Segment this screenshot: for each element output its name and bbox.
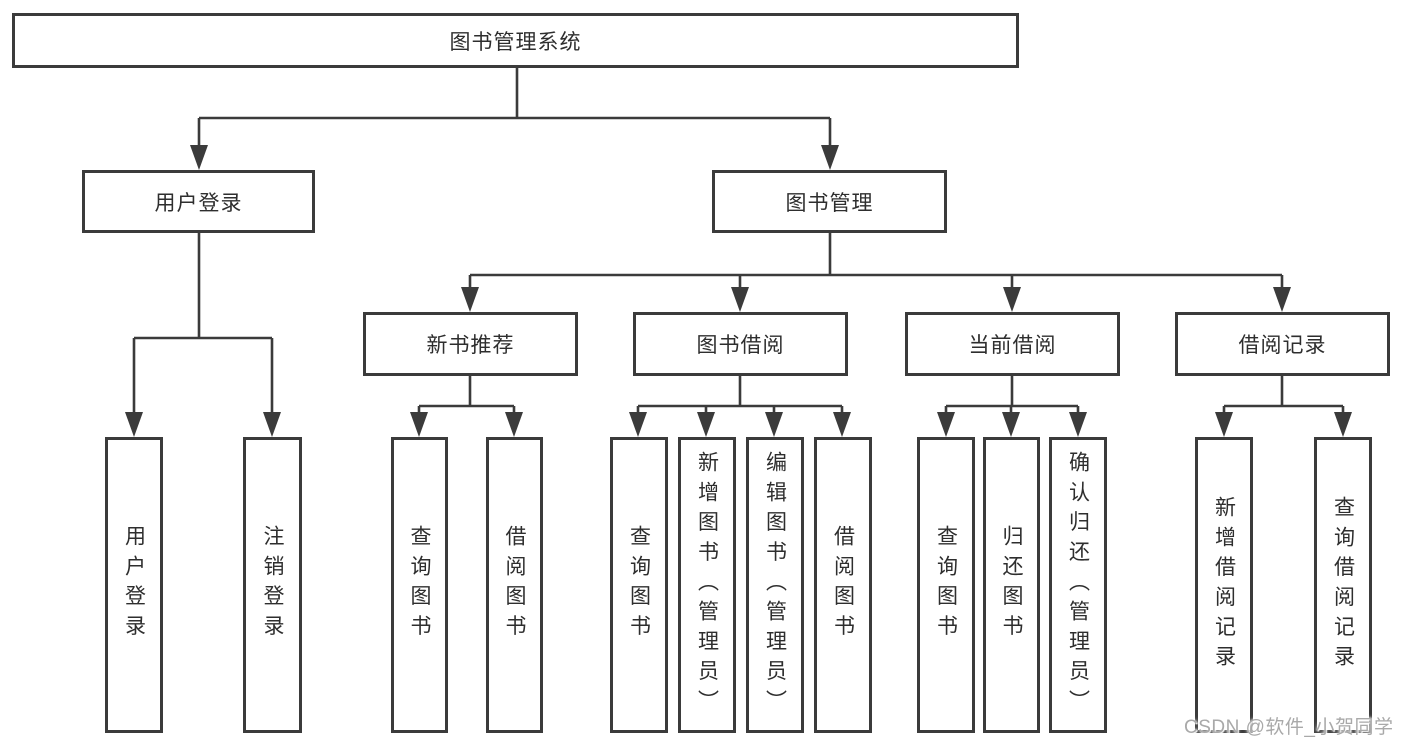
node-confirm-return-admin: 确认归还（管理员） [1049,437,1107,733]
node-new-book-recommend: 新书推荐 [363,312,578,376]
node-label: 借阅图书 [831,525,855,645]
arrowhead [1273,287,1291,312]
node-label: 新增图书（管理员） [695,450,719,720]
node-query-books-3: 查询图书 [917,437,975,733]
arrowhead [1002,412,1020,437]
node-root-library-system: 图书管理系统 [12,13,1019,68]
node-query-books-2: 查询图书 [610,437,668,733]
arrowhead [697,412,715,437]
node-label: 查询图书 [408,525,431,645]
csdn-watermark: CSDN @软件_小贺同学 [1184,717,1394,738]
arrowhead [505,412,523,437]
node-return-books: 归还图书 [983,437,1040,733]
node-label: 注销登录 [261,525,284,645]
node-borrow-books-1: 借阅图书 [486,437,543,733]
node-label: 编辑图书（管理员） [763,450,787,720]
arrowhead [937,412,955,437]
arrowhead [765,412,783,437]
node-book-management-module: 图书管理 [712,170,947,233]
node-current-borrowing: 当前借阅 [905,312,1120,376]
node-book-borrowing: 图书借阅 [633,312,848,376]
arrowhead [1003,287,1021,312]
arrowhead [410,412,428,437]
node-logout: 注销登录 [243,437,302,733]
node-add-borrow-record: 新增借阅记录 [1195,437,1253,733]
node-borrow-books-2: 借阅图书 [814,437,872,733]
node-label: 借阅图书 [503,525,526,645]
node-add-books-admin: 新增图书（管理员） [678,437,736,733]
arrowhead [731,287,749,312]
arrowhead [1215,412,1233,437]
node-query-books-1: 查询图书 [391,437,448,733]
arrowhead [629,412,647,437]
node-borrow-records: 借阅记录 [1175,312,1390,376]
arrowhead [821,145,839,170]
arrowhead [461,287,479,312]
arrowhead [190,145,208,170]
node-query-borrow-record: 查询借阅记录 [1314,437,1372,733]
arrowhead [125,412,143,437]
node-label: 查询图书 [627,525,651,645]
node-user-login: 用户登录 [105,437,163,733]
node-label: 用户登录 [122,525,146,645]
node-label: 查询图书 [934,525,958,645]
node-label: 查询借阅记录 [1331,495,1355,675]
arrowhead [833,412,851,437]
arrowhead [263,412,281,437]
arrowhead [1069,412,1087,437]
node-label: 新增借阅记录 [1212,495,1236,675]
arrowhead [1334,412,1352,437]
node-user-login-module: 用户登录 [82,170,315,233]
node-label: 归还图书 [1000,525,1023,645]
node-edit-books-admin: 编辑图书（管理员） [746,437,804,733]
node-label: 确认归还（管理员） [1066,450,1090,720]
